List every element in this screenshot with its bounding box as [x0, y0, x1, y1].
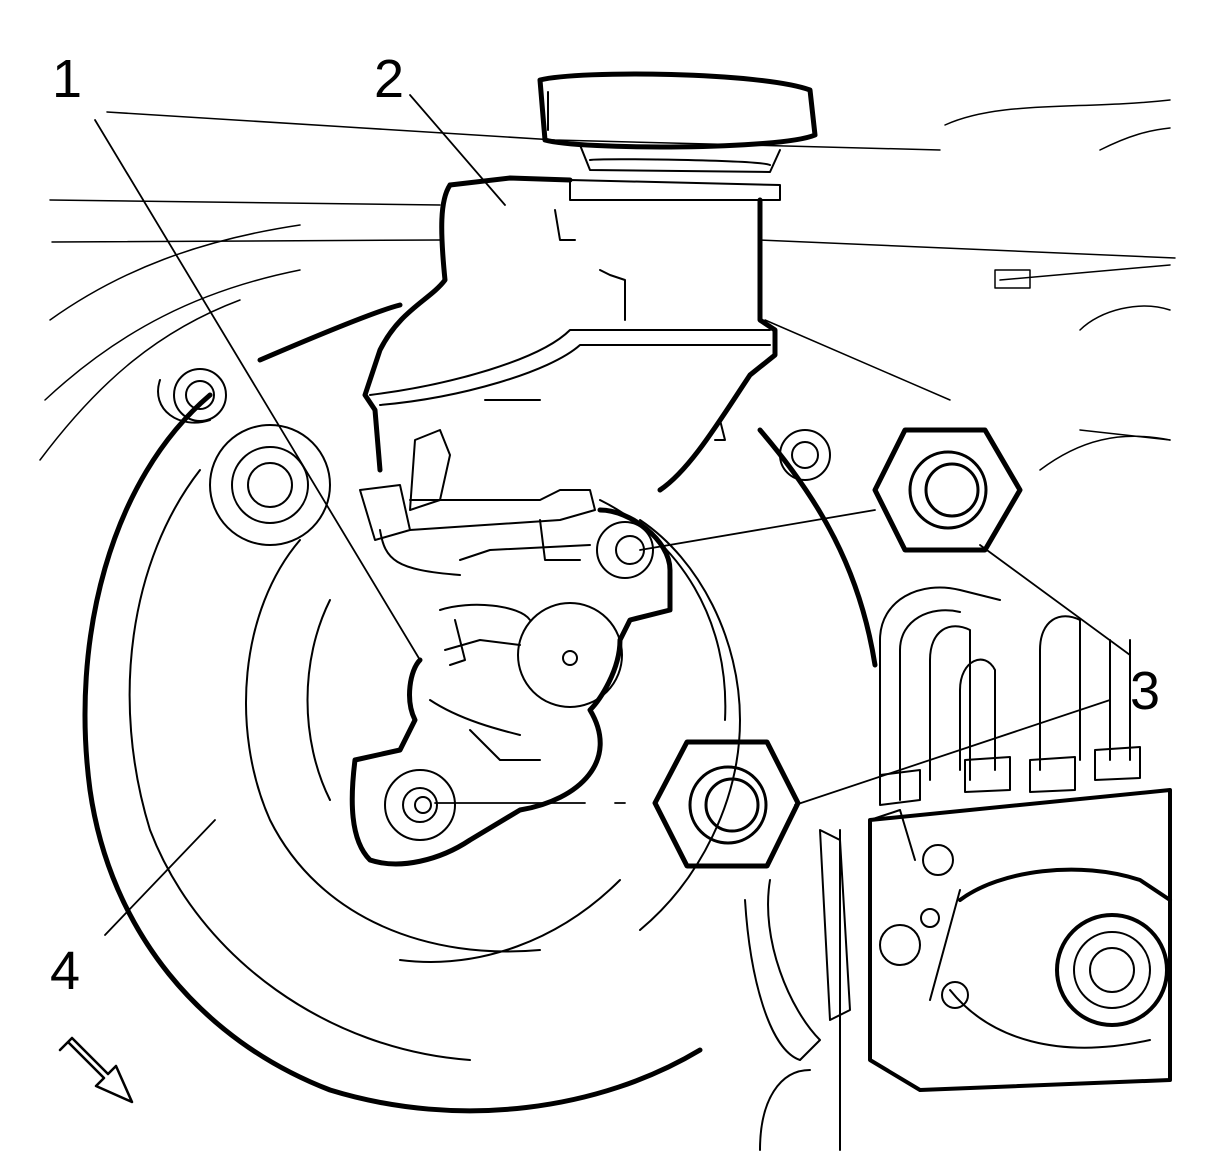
mounting-nuts	[655, 430, 1020, 866]
callout-1: 1	[52, 49, 83, 109]
brake-fluid-reservoir	[365, 74, 815, 490]
booster-studs	[174, 369, 830, 545]
leader-line-2	[410, 95, 505, 205]
brake-booster	[85, 305, 875, 1111]
callout-2: 2	[374, 49, 405, 109]
master-cylinder	[352, 430, 670, 864]
callout-4: 4	[50, 941, 81, 1001]
callout-3: 3	[1130, 661, 1161, 721]
leader-line-1	[95, 120, 420, 660]
background-lines	[40, 100, 1175, 470]
leader-line-4	[105, 820, 215, 935]
arrow-down-right-icon	[60, 1038, 132, 1102]
leader-line-3b	[795, 700, 1110, 805]
leader-line-3a	[980, 545, 1130, 655]
centerline-upper	[640, 510, 875, 550]
leader-lines	[95, 95, 1130, 935]
brake-lines	[880, 587, 1130, 800]
abs-module	[745, 587, 1170, 1150]
